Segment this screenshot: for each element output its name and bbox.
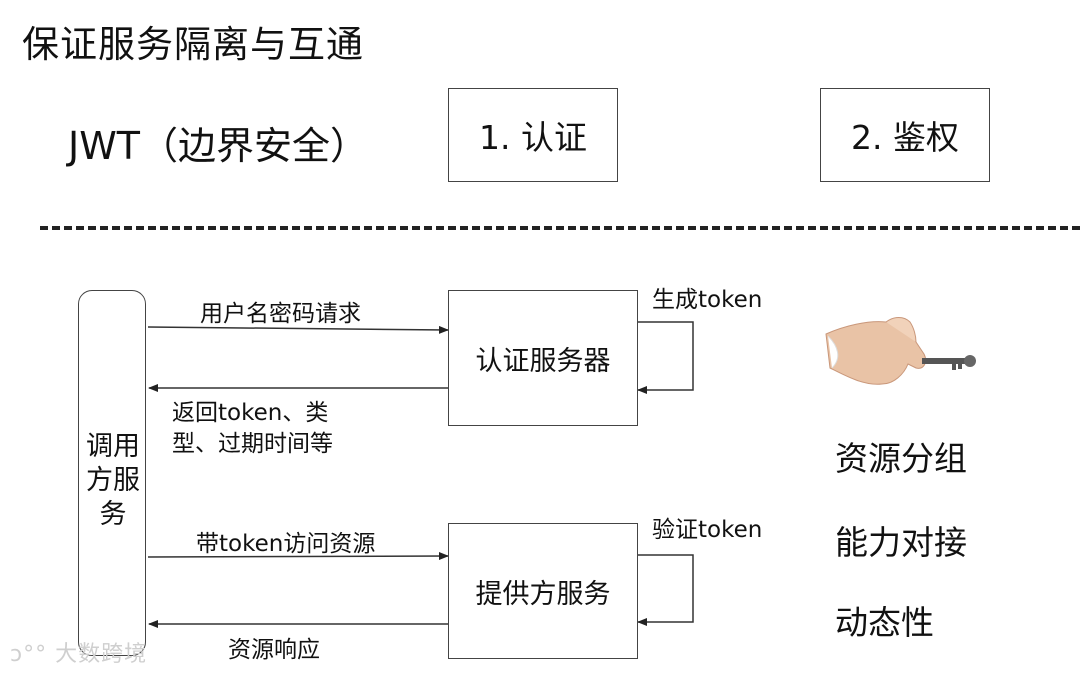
caller-service-label: 调用方服务	[86, 431, 140, 530]
page-title: 保证服务隔离与互通	[22, 23, 364, 66]
hand-holding-key-icon	[825, 317, 976, 385]
auth-server-label: 认证服务器	[475, 345, 611, 377]
step-authz-box: 2. 鉴权	[820, 88, 990, 182]
jwt-label: JWT（边界安全）	[68, 124, 368, 168]
step-auth-label: 1. 认证	[479, 118, 587, 157]
request-label: 用户名密码请求	[200, 301, 361, 327]
verify-token-label: 验证token	[652, 517, 763, 543]
watermark: ↄ°° 大数跨境	[10, 636, 147, 668]
logo-icon: ↄ°°	[10, 642, 56, 667]
step-auth-box: 1. 认证	[448, 88, 618, 182]
feature-capability-docking: 能力对接	[835, 523, 967, 562]
request-arrow	[147, 325, 449, 334]
access-arrow	[147, 552, 449, 561]
response-label-line2: 型、过期时间等	[172, 431, 333, 457]
provider-service-box: 提供方服务	[448, 523, 638, 659]
watermark-text: 大数跨境	[55, 642, 148, 667]
resource-response-label: 资源响应	[228, 637, 320, 663]
response-label-line1: 返回token、类	[172, 400, 329, 426]
step-authz-label: 2. 鉴权	[851, 118, 959, 157]
section-divider	[40, 226, 1080, 230]
provider-service-label: 提供方服务	[475, 578, 611, 610]
feature-dynamics: 动态性	[835, 603, 934, 642]
auth-loop-arrow	[637, 321, 694, 394]
response-label: 返回token、类 型、过期时间等	[172, 398, 372, 460]
verify-loop-arrow	[637, 554, 694, 626]
generate-token-label: 生成token	[652, 287, 763, 313]
caller-service-box	[78, 290, 146, 656]
access-label: 带token访问资源	[196, 531, 376, 557]
feature-resource-grouping: 资源分组	[835, 439, 967, 478]
auth-server-box: 认证服务器	[448, 290, 638, 426]
